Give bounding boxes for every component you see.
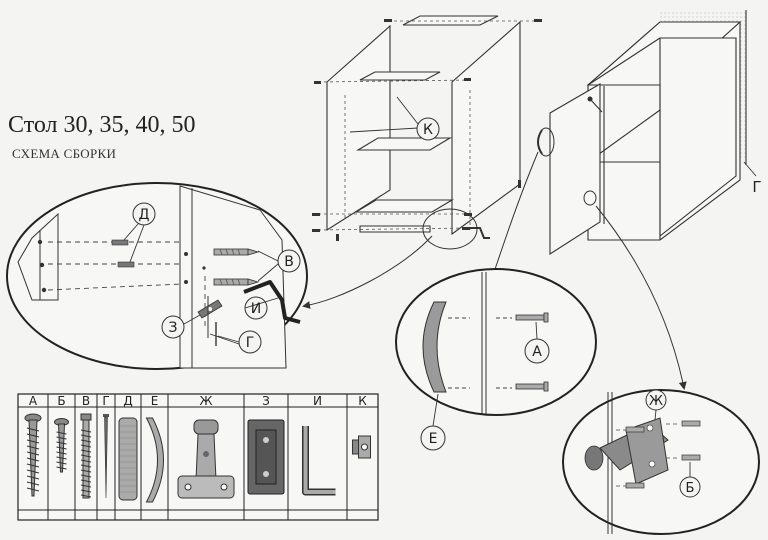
callout-i: И [251, 301, 261, 317]
callout-k: К [416, 117, 440, 141]
zoom-arrow-joint [302, 235, 433, 309]
nail-icon [103, 414, 109, 499]
zoom-arrow-hinge [595, 205, 687, 390]
callout-v: В [284, 254, 294, 270]
table-header-cell: И [313, 394, 322, 408]
callout-d: Д [139, 207, 150, 223]
callout-g-zoom: Г [246, 335, 255, 351]
upper-shelf [359, 71, 441, 81]
door-hinge-icon [177, 419, 235, 499]
zoom-arrow-handle [490, 151, 539, 280]
callout-a: А [532, 344, 542, 360]
callout-g-wall: Г [752, 178, 761, 196]
wood-screw-long-icon [24, 413, 42, 497]
door-handle-icon [145, 417, 164, 503]
confirmat-screw-icon [80, 413, 92, 499]
page-title: Стол 30, 35, 40, 50 [8, 112, 196, 138]
page-subtitle: СХЕМА СБОРКИ [12, 146, 117, 161]
hex-key-icon [302, 426, 336, 496]
bottom-panel [354, 199, 454, 213]
table-header-cell: З [262, 394, 270, 408]
callout-e: Е [429, 431, 438, 447]
table-header-cell: К [358, 394, 367, 408]
table-header-cell: Д [123, 394, 132, 408]
exploded-cabinet [312, 15, 542, 241]
zoom-detail-handle: А Е [395, 268, 597, 451]
shelf-support-icon [352, 435, 371, 459]
dowel-icon [118, 417, 138, 501]
mounting-plate-icon [247, 419, 285, 495]
table-header-cell: Е [151, 394, 159, 408]
table-header-cell: Б [57, 394, 65, 408]
assembled-cabinet [537, 10, 747, 256]
callout-b: Б [686, 481, 695, 496]
right-side-panel [451, 20, 521, 236]
table-header-cell: Ж [200, 394, 213, 408]
cabinet-door [549, 83, 601, 256]
callout-zh: Ж [649, 394, 663, 409]
callout-k-label: К [423, 122, 433, 138]
zoom-detail-joint: Д В И З Г [6, 182, 308, 370]
callout-z: З [169, 320, 178, 336]
top-panel [402, 15, 499, 26]
table-header-cell: А [29, 394, 38, 408]
bottom-rail [359, 225, 431, 233]
middle-shelf [356, 137, 452, 151]
wood-screw-short-icon [54, 418, 69, 473]
zoom-detail-hinge: Ж Б [562, 389, 760, 535]
table-header-cell: Г [102, 394, 109, 408]
table-header-cell: В [82, 394, 90, 408]
left-side-panel [326, 24, 391, 232]
